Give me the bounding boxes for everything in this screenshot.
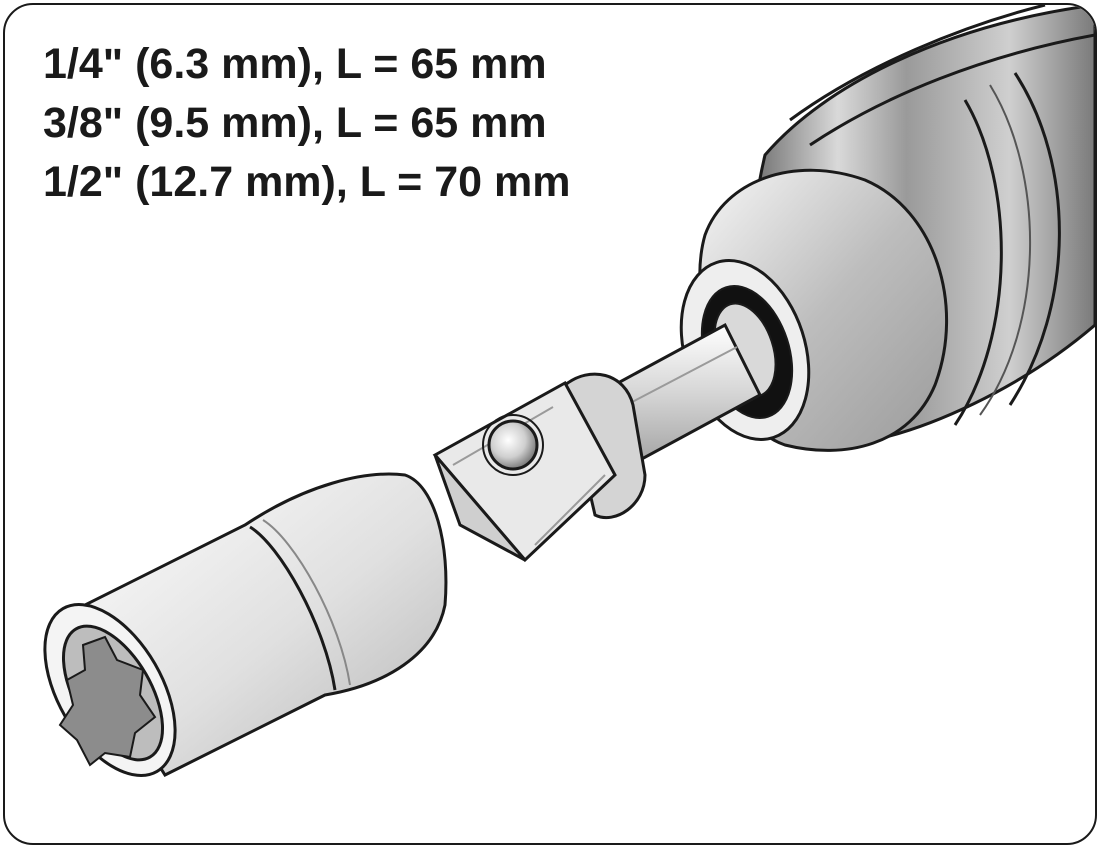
spec-line-quarter-inch: 1/4" (6.3 mm), L = 65 mm bbox=[43, 40, 547, 88]
detent-ball bbox=[487, 419, 539, 471]
illustration-frame: 1/4" (6.3 mm), L = 65 mm 3/8" (9.5 mm), … bbox=[3, 3, 1097, 845]
spec-line-three-eighths-inch: 3/8" (9.5 mm), L = 65 mm bbox=[43, 99, 547, 147]
spec-list: 1/4" (6.3 mm), L = 65 mm 3/8" (9.5 mm), … bbox=[43, 35, 571, 212]
spec-line-half-inch: 1/2" (12.7 mm), L = 70 mm bbox=[43, 158, 571, 206]
drill-chuck bbox=[679, 5, 1095, 452]
adapter-illustration bbox=[43, 5, 1095, 777]
adapter-square-drive bbox=[432, 372, 647, 563]
socket bbox=[43, 472, 448, 777]
